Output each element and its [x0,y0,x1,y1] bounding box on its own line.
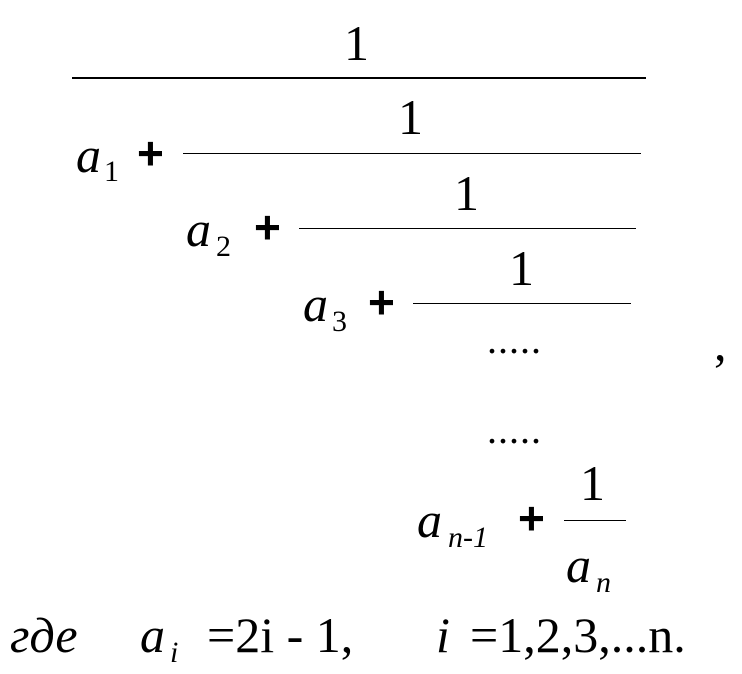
continuation-dots-1: ..... [487,317,542,362]
term-a2-subscript: 2 [216,230,231,263]
plus-sign-4: + [518,492,545,544]
where-word: где [10,607,78,663]
numerator-one-level3: 1 [509,240,534,296]
term-a3-subscript: 3 [332,305,347,338]
term-a1-var: a [76,127,101,183]
term-a2-var: a [186,201,211,257]
plus-sign-3: + [368,276,395,328]
term-a3-var: a [303,276,328,332]
def-ai-subscript: i [170,636,179,669]
numerator-one-level1: 1 [398,89,423,145]
fraction-bar-level3 [413,303,631,304]
def-ai-var: a [140,607,165,663]
term-an-1-subscript: n-1 [448,521,488,554]
fraction-bar-level2 [299,228,636,229]
def-i-var: i [436,607,450,663]
continuation-dots-2: ..... [487,407,542,452]
fraction-bar-level1 [183,153,641,154]
formula-comma: , [714,315,727,371]
numerator-one-last: 1 [580,455,605,511]
numerator-one-level2: 1 [454,165,479,221]
term-an-var: a [566,537,591,593]
plus-sign-1: + [137,127,164,179]
def-ai-rhs: =2i - 1, [207,607,354,663]
numerator-one: 1 [344,15,369,71]
def-i-rhs: =1,2,3,...n. [470,607,686,663]
fraction-bar-main [72,77,646,79]
fraction-bar-last [564,520,626,521]
term-a1-subscript: 1 [104,155,119,188]
term-an-subscript: n [596,566,611,599]
term-an-1-var: a [417,492,442,548]
plus-sign-2: + [254,201,281,253]
